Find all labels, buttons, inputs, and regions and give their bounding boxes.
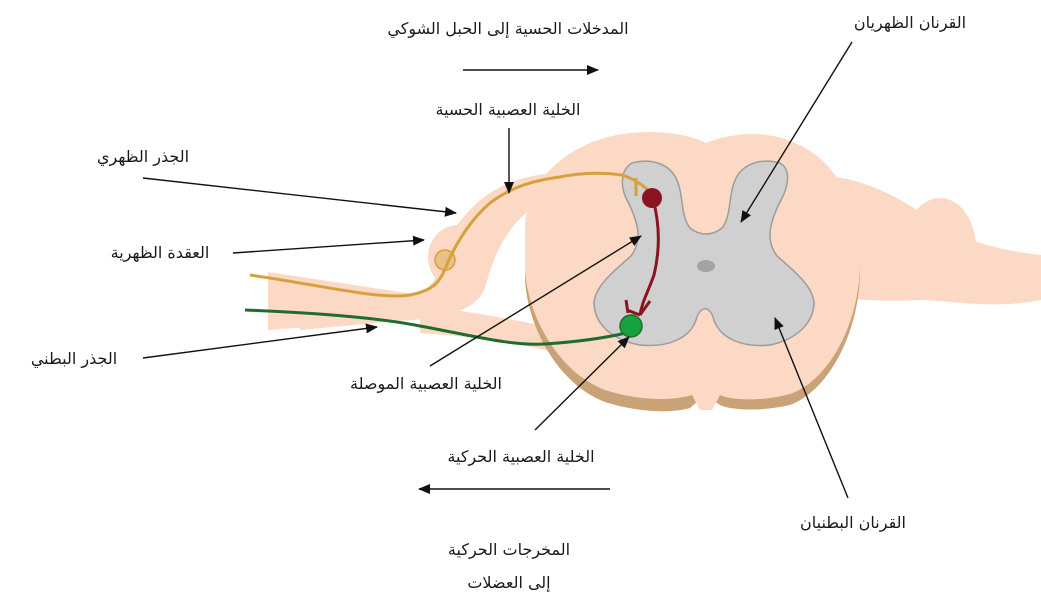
label-motor-neuron: الخلية العصبية الحركية	[447, 447, 594, 467]
dorsal-ganglion-cell	[435, 250, 455, 270]
label-motor-output-line1: المخرجات الحركية	[448, 540, 570, 560]
central-canal	[697, 260, 715, 272]
label-ventral-horns: القرنان البطنيان	[800, 513, 906, 533]
label-interneuron: الخلية العصبية الموصلة	[350, 374, 502, 394]
interneuron-cell-body	[642, 188, 662, 208]
label-dorsal-horns: القرنان الظهريان	[854, 13, 966, 33]
right-dorsal-ganglion	[904, 198, 976, 298]
label-motor-output-line2: إلى العضلات	[467, 573, 550, 592]
motor-neuron-cell-body	[620, 315, 642, 337]
label-dorsal-ganglion: العقدة الظهرية	[111, 243, 210, 263]
leader-ventral-root	[143, 327, 377, 358]
label-dorsal-root: الجذر الظهري	[97, 147, 189, 167]
label-ventral-root: الجذر البطني	[31, 349, 117, 369]
leader-dorsal-root	[143, 178, 456, 213]
label-sensory-neuron: الخلية العصبية الحسية	[436, 100, 581, 119]
label-sensory-input: المدخلات الحسية إلى الحبل الشوكي	[387, 19, 628, 39]
leader-dorsal-ganglion	[233, 240, 424, 253]
